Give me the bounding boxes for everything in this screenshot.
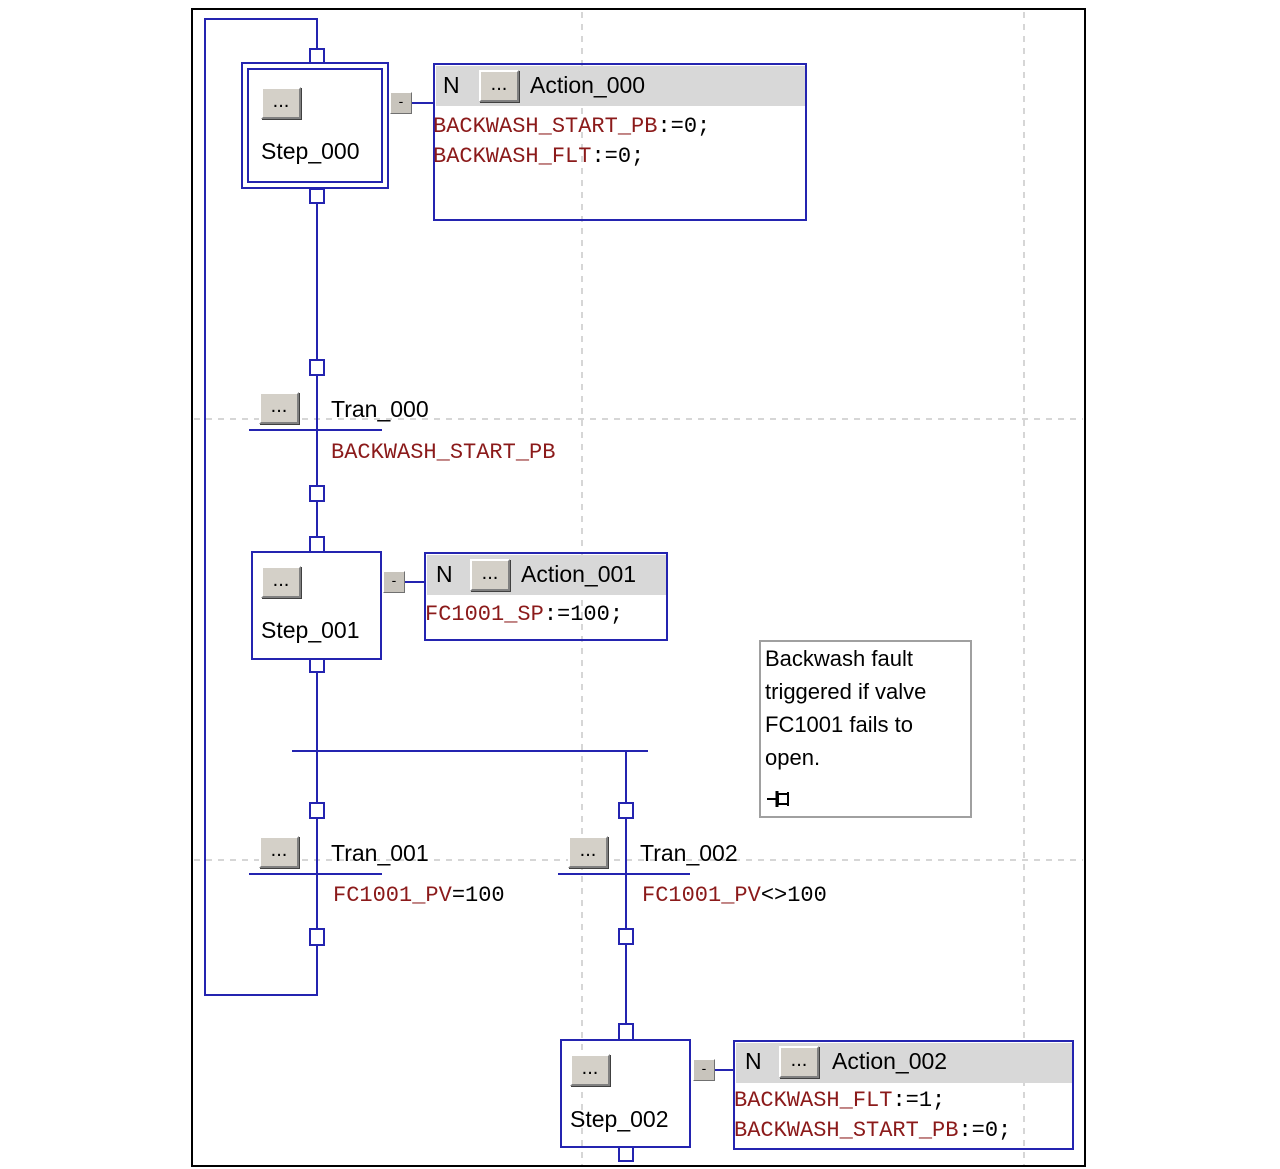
step-000-browse-button[interactable]: ... (261, 87, 301, 119)
condition-operator: <>100 (760, 883, 827, 908)
step-box-initial-inner (247, 68, 383, 183)
action-002-code-line-2: BACKWASH_START_PB:=0; (734, 1118, 1011, 1143)
step-002-browse-button[interactable]: ... (570, 1054, 610, 1086)
step-001-browse-button[interactable]: ... (261, 566, 301, 598)
step-001-label: Step_001 (261, 617, 360, 643)
tran-000-browse-button[interactable]: ... (259, 392, 299, 424)
connector-node[interactable] (309, 48, 325, 64)
connector-node[interactable] (618, 1023, 634, 1041)
tag-name: BACKWASH_FLT (734, 1088, 893, 1113)
connector-node[interactable] (309, 359, 325, 376)
action-002-code-line-1: BACKWASH_FLT:=1; (734, 1088, 945, 1113)
action-box[interactable] (733, 1040, 1074, 1150)
action-000-code-line-2: BACKWASH_FLT:=0; (433, 144, 644, 169)
tag-name: BACKWASH_START_PB (433, 114, 658, 139)
action-000-code-line-1: BACKWASH_START_PB:=0; (433, 114, 710, 139)
diagram-border (191, 8, 1086, 1167)
connector-node[interactable] (618, 802, 634, 819)
tran-002-browse-button[interactable]: ... (568, 836, 608, 868)
action-000-name: Action_000 (530, 72, 646, 98)
tran-001-browse-button[interactable]: ... (259, 836, 299, 868)
action-002-qualifier: N (745, 1048, 762, 1074)
note-line: open. (765, 745, 821, 770)
tran-000-condition: BACKWASH_START_PB (331, 440, 555, 465)
tag-name: BACKWASH_START_PB (331, 440, 556, 465)
note-line: triggered if valve (765, 679, 927, 704)
comment-note[interactable]: Backwash fault triggered if valve FC1001… (759, 640, 972, 818)
tran-001-condition: FC1001_PV=100 (333, 883, 505, 908)
code-assignment: :=0; (958, 1118, 1012, 1143)
code-assignment: :=100; (543, 602, 624, 627)
code-assignment: :=1; (892, 1088, 946, 1113)
action-001-name: Action_001 (521, 561, 637, 587)
tran-001-name: Tran_001 (331, 840, 429, 866)
tag-name: FC1001_PV (333, 883, 452, 908)
connector-node[interactable] (309, 188, 325, 204)
step-001-collapse-button[interactable]: - (383, 571, 405, 593)
action-001-qualifier: N (436, 561, 453, 587)
note-line: FC1001 fails to (765, 712, 913, 737)
tag-name: FC1001_PV (642, 883, 761, 908)
pushpin-icon[interactable] (766, 787, 796, 817)
action-000-browse-button[interactable]: ... (479, 70, 519, 102)
connector-node[interactable] (309, 536, 325, 553)
action-box[interactable] (433, 63, 807, 221)
connector-node[interactable] (618, 1146, 634, 1162)
connector-node[interactable] (618, 928, 634, 945)
connector-node[interactable] (309, 928, 325, 946)
connector-node[interactable] (309, 485, 325, 502)
step-002-collapse-button[interactable]: - (693, 1059, 715, 1081)
tag-name: BACKWASH_FLT (433, 144, 592, 169)
tran-002-name: Tran_002 (640, 840, 738, 866)
note-line: Backwash fault (765, 646, 913, 671)
condition-operator: =100 (451, 883, 505, 908)
loop-back-wire (204, 18, 318, 996)
action-000-qualifier: N (443, 72, 460, 98)
step-002-label: Step_002 (570, 1106, 669, 1132)
tag-name: FC1001_SP (425, 602, 544, 627)
action-001-code-line-1: FC1001_SP:=100; (425, 602, 623, 627)
tag-name: BACKWASH_START_PB (734, 1118, 959, 1143)
code-assignment: :=0; (657, 114, 711, 139)
action-002-browse-button[interactable]: ... (779, 1046, 819, 1078)
code-assignment: :=0; (591, 144, 645, 169)
action-001-header (427, 555, 666, 595)
action-box[interactable] (424, 552, 668, 641)
step-000-collapse-button[interactable]: - (390, 92, 412, 114)
tran-002-condition: FC1001_PV<>100 (642, 883, 827, 908)
action-002-name: Action_002 (832, 1048, 948, 1074)
step-box-initial-outer[interactable] (241, 62, 389, 189)
step-000-label: Step_000 (261, 138, 360, 164)
action-001-browse-button[interactable]: ... (470, 559, 510, 591)
connector-node[interactable] (309, 658, 325, 673)
tran-000-name: Tran_000 (331, 396, 429, 422)
connector-node[interactable] (309, 802, 325, 819)
